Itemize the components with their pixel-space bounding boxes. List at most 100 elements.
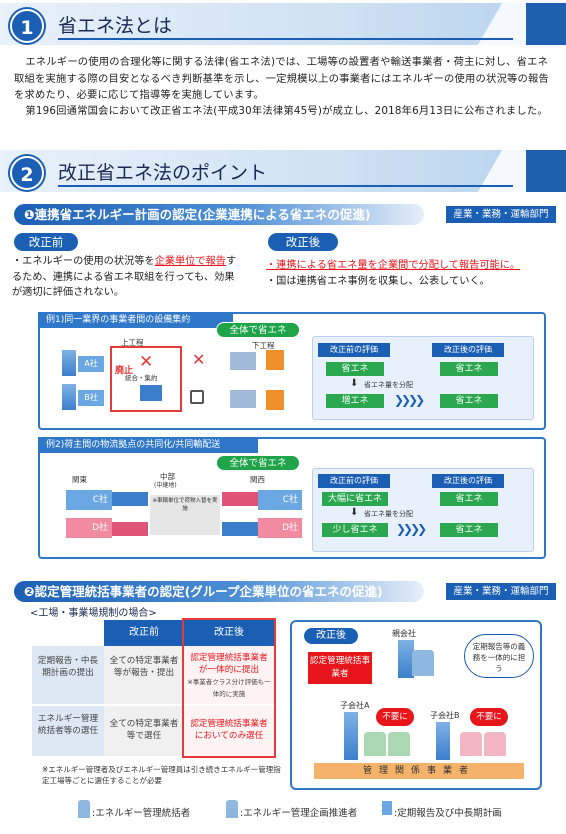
cross-icon: ✕ <box>139 352 154 372</box>
after-description: ・連携による省エネ量を企業間で分配して報告可能に。・国は連携省エネ事例を収集し、… <box>266 260 521 287</box>
after-column-frame <box>182 618 276 758</box>
ex2-eval-after-label: 改正後の評価 <box>432 474 504 488</box>
table-title: <工場・事業場規制の場合> <box>30 608 157 619</box>
section2-header: 2 改正省エネ法のポイント <box>0 150 566 192</box>
unneeded-badge-b: 不要に <box>470 708 508 726</box>
child-b-label: 子会社B <box>430 711 460 720</box>
company-b-label: B社 <box>78 390 104 406</box>
table-row2-label: エネルギー管理統括者等の選任 <box>32 706 104 756</box>
point1-heading: ❶連携省エネルギー計画の認定(企業連携による省エネの促進) <box>14 204 424 225</box>
warehouse-icon-2 <box>230 390 256 408</box>
section1-header: 1 省エネ法とは <box>0 3 566 45</box>
certified-operator-box: 認定管理統括事業者 <box>308 652 372 684</box>
consolidate-label: 統合・集約 <box>125 374 158 382</box>
example1-heading: 例1)同一業界の事業者間の設備集約 <box>38 312 233 328</box>
building-icon-b <box>62 384 76 410</box>
after-highlight: ・連携による省エネ量を企業間で分配して報告可能に。 <box>266 260 521 271</box>
person-icon-parent <box>412 650 434 676</box>
ex1-after-result-1: 省エネ <box>440 362 498 376</box>
section1-underline <box>58 38 513 40</box>
ex2-after-result-2: 省エネ <box>440 523 498 537</box>
section2-title: 改正省エネ法のポイント <box>58 162 268 184</box>
example2-heading: 例2)荷主間の物流拠点の共同化/共同輸配送 <box>38 437 258 453</box>
chubu-sub-label: (中継地) <box>154 482 177 489</box>
chubu-label: 中部 <box>160 472 175 481</box>
child-a-label: 子会社A <box>340 701 370 710</box>
depot-note: ※車輌単位で荷物入替を実施 <box>152 498 218 512</box>
section1-title: 省エネ法とは <box>58 15 173 37</box>
table-row2-before: 全ての特定事業者等で選任 <box>104 706 184 756</box>
company-c-left: C社 <box>66 490 112 510</box>
before-description: ・エネルギーの使用の状況等を企業単位で報告するため、連携による省エネ取組を行って… <box>12 256 237 298</box>
child-b-building-icon <box>436 722 450 760</box>
point2-heading: ❷認定管理統括事業者の認定(グループ企業単位の省エネの促進) <box>14 581 424 602</box>
supervisor-icon <box>78 800 90 818</box>
building-icon-a <box>62 350 76 376</box>
factory-orange-icon-1 <box>266 350 284 370</box>
section2-number: 2 <box>10 156 44 190</box>
factory-orange-icon-2 <box>266 390 284 410</box>
company-a-label: A社 <box>78 356 104 372</box>
section1-paragraph1: エネルギーの使用の合理化等に関する法律(省エネ法)では、工場等の設置者や輸送事業… <box>14 56 550 101</box>
ex2-distribute-label: 省エネ量を分配 <box>364 510 413 518</box>
truck-icon-3 <box>222 492 258 506</box>
person-icon-b2 <box>484 732 506 756</box>
section2-underline <box>58 185 513 187</box>
cross-icon-2: ✕ <box>192 350 206 369</box>
truck-icon-2 <box>112 522 148 536</box>
table-row1-after: 認定管理統括事業者が一体的に提出※事業者クラス分け評価も一体的に実施 <box>184 646 274 704</box>
related-operators-bar: 管理関係事業者 <box>314 763 524 779</box>
consolidation-frame <box>110 346 182 412</box>
truck-icon-4 <box>222 522 258 536</box>
planner-icon <box>226 800 238 818</box>
ex1-eval-before-label: 改正前の評価 <box>318 343 390 357</box>
down-arrow-icon-2: ⬇ <box>350 507 359 518</box>
table-col-before: 改正前 <box>104 620 184 646</box>
ex1-distribute-label: 省エネ量を分配 <box>364 381 413 389</box>
legend-report: :定期報告及び中長期計画 <box>394 808 502 819</box>
ex2-before-result-2: 少し省エネ <box>322 523 388 537</box>
ex1-after-result-2: 省エネ <box>440 394 498 408</box>
downstream-label: 下工程 <box>252 341 275 350</box>
report-bubble: 定期報告等の義務を一体的に担う <box>464 634 534 678</box>
diagram-after-label: 改正後 <box>304 628 358 644</box>
truck-icon-1 <box>112 492 148 506</box>
company-d-left: D社 <box>66 518 112 538</box>
ex2-eval-before-label: 改正前の評価 <box>318 474 390 488</box>
before-highlight: 企業単位で報告 <box>154 256 226 267</box>
ex1-before-result-2: 増エネ <box>326 394 384 408</box>
before-label: 改正前 <box>14 233 78 251</box>
kansai-label: 関西 <box>250 475 265 484</box>
child-a-building-icon <box>344 712 358 760</box>
parent-building-icon <box>398 640 414 678</box>
person-icon-a2 <box>388 732 410 756</box>
kanto-label: 関東 <box>72 475 87 484</box>
machine-icon <box>190 390 204 404</box>
section1-paragraph2: 第196回通常国会において改正省エネ法(平成30年法律第45号)が成立し、201… <box>25 105 548 117</box>
example2-banner: 全体で省エネ <box>216 455 300 471</box>
group-diagram-box <box>290 620 542 790</box>
ex2-after-result-1: 省エネ <box>440 492 498 506</box>
point1-sector-tag: 産業・業務・運輸部門 <box>446 206 556 223</box>
point2-sector-tag: 産業・業務・運輸部門 <box>446 583 556 600</box>
abolish-label: 廃止 <box>115 366 134 376</box>
upstream-label: 上工程 <box>121 338 144 347</box>
table-footnote: ※エネルギー管理者及びエネルギー管理員は引き続きエネルギー管理指定工場等ごとに選… <box>42 765 281 785</box>
person-icon-a1 <box>364 732 386 756</box>
unneeded-badge-a: 不要に <box>376 708 414 726</box>
arrow-chevrons-icon: ❯❯❯❯ <box>394 393 425 407</box>
company-c-right: C社 <box>258 490 302 510</box>
arrow-chevrons-icon-2: ❯❯❯❯ <box>396 522 427 536</box>
factory-icon <box>140 385 162 401</box>
table-row1-before: 全ての特定事業者等が報告・提出 <box>104 646 184 704</box>
ex1-eval-after-label: 改正後の評価 <box>432 343 504 357</box>
person-icon-b1 <box>460 732 482 756</box>
ex2-before-result-1: 大幅に省エネ <box>322 492 388 506</box>
legend-planner: :エネルギー管理企画推進者 <box>240 808 358 819</box>
after-label: 改正後 <box>268 233 338 251</box>
table-row1-label: 定期報告・中長期計画の提出 <box>32 646 104 704</box>
down-arrow-icon: ⬇ <box>350 378 359 389</box>
table-row2-after: 認定管理統括事業者においてのみ選任 <box>184 706 274 756</box>
table-col-after: 改正後 <box>184 620 274 646</box>
company-d-right: D社 <box>258 518 302 538</box>
